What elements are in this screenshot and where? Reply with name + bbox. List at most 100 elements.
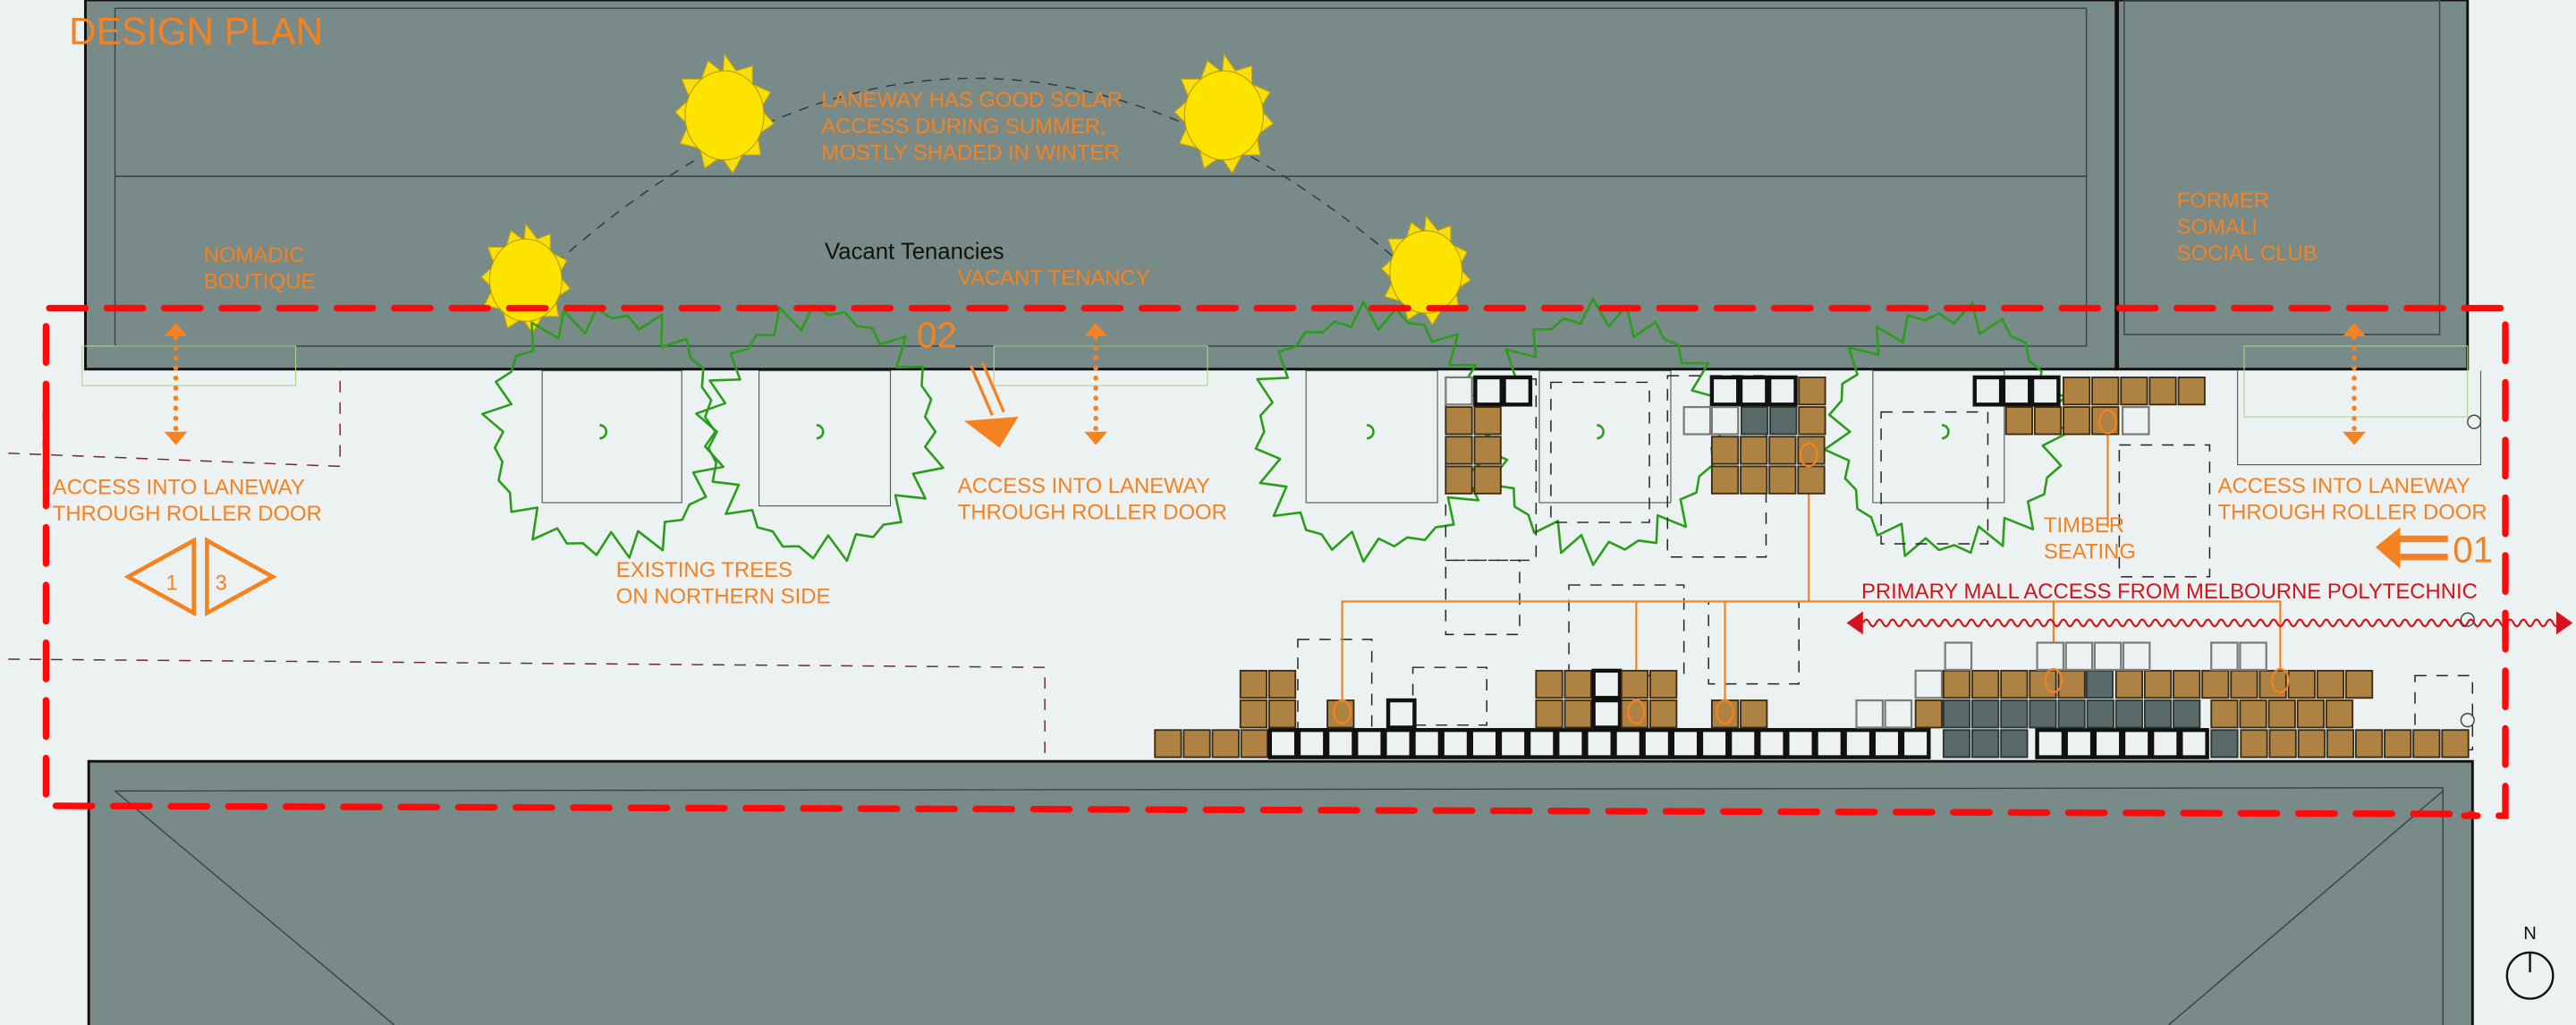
seating-block [2173,699,2201,729]
seating-block [2057,669,2086,699]
seating-block [1785,727,1816,759]
seating-block [2000,729,2029,758]
seating-block [1535,699,1563,729]
seating-block [2122,641,2151,672]
somali-club-label-1: FORMER [2177,189,2269,213]
modular-timber-blocks [1154,375,2470,759]
seating-block [1354,727,1385,759]
seating-block [1267,699,1297,729]
seating-block [2210,699,2239,729]
seating-block [1620,669,1649,699]
seating-block [1473,436,1502,465]
seating-block [2063,406,2091,436]
seating-block [2057,699,2086,729]
furniture-outline [1445,559,1521,636]
primary-access-arrow [1846,611,2573,635]
seating-block [1239,699,1268,729]
tree-pit [1538,369,1672,504]
seating-block [1526,727,1557,759]
seating-block [1740,699,1768,729]
timber-seating-label-2: SEATING [2044,540,2136,564]
seating-block [1884,699,1913,729]
tree-pit [1872,369,2005,504]
page-title: DESIGN PLAN [69,11,323,53]
seating-block [1727,727,1758,759]
somali-club-building [2116,0,2470,371]
seating-block [1855,699,1884,729]
seating-block [2001,375,2032,407]
north-building [84,0,2118,371]
tree-pit [541,369,682,504]
seating-block [1240,729,1268,758]
tree-canopy-icon [695,303,945,563]
solar-path-arc [528,77,1430,289]
seating-block [2239,699,2267,729]
seating-block [2149,727,2181,759]
seating-block [2092,727,2123,759]
north-arrow-icon [2505,951,2555,1000]
seating-block [1709,375,1741,407]
seating-block [2325,699,2354,729]
seating-block [1239,669,1268,699]
seating-block [1649,699,1678,729]
marker-02: 02 [917,315,957,356]
seating-block [1613,727,1644,759]
solar-note-line-1: LANEWAY HAS GOOD SOLAR [821,89,1122,113]
seating-block [1649,669,1678,699]
seating-block [2267,699,2296,729]
seating-block [1767,375,1798,407]
seating-block [2143,669,2173,699]
seating-block [2086,699,2114,729]
seating-block [2148,376,2177,406]
site-boundary-bottom [42,408,2476,817]
seating-block [1843,727,1874,759]
seating-block [2201,669,2230,699]
marker-01: 01 [2453,529,2493,570]
somali-club-label-3: SOCIAL CLUB [2177,241,2318,266]
bollard [2460,713,2475,728]
access-right-label-2: THROUGH ROLLER DOOR [2218,500,2487,524]
seating-block [1900,727,1931,759]
seating-block [2004,406,2033,436]
seating-block [1971,729,2000,758]
tree-canopy-icon [1254,301,1490,563]
seating-block [1768,436,1797,465]
seating-block [2114,699,2144,729]
seating-block [2033,406,2063,436]
seating-block [1768,465,1797,495]
seating-block [1445,465,1473,495]
seating-block [1710,436,1740,465]
seating-block [2354,729,2384,758]
section-marker-icon [123,537,277,617]
seating-block [1798,406,1826,436]
section-number-1: 1 [166,572,178,596]
seating-block [2177,376,2206,406]
seating-block [2239,641,2267,672]
seating-block [1740,436,1768,465]
seating-block [1473,406,1502,436]
access-arrow-mid [1084,323,1107,445]
seating-block [2035,727,2066,759]
south-building [87,759,2474,1025]
seating-block [2114,669,2144,699]
seating-block [1682,405,1712,436]
tree-pit [1305,369,1438,504]
seating-block [1641,727,1673,759]
seating-block [1211,729,1240,758]
seating-block [1497,727,1529,759]
seating-block [1325,727,1356,759]
primary-access-label: PRIMARY MALL ACCESS FROM MELBOURNE POLYT… [1861,580,2478,604]
seating-block [2173,669,2201,699]
roof-line-outline [114,786,2444,1025]
roller-door-left [81,345,297,386]
seating-block [1914,669,1944,699]
timber-seating-label-1: TIMBER [2044,513,2124,538]
seating-block [1699,727,1730,759]
furniture-outline [2118,444,2211,578]
somali-club-label-2: SOMALI [2177,216,2258,240]
seating-block [2412,729,2441,758]
roof-line-left [114,790,395,1025]
seating-block [1296,727,1327,759]
callout-markers [1333,409,2290,724]
